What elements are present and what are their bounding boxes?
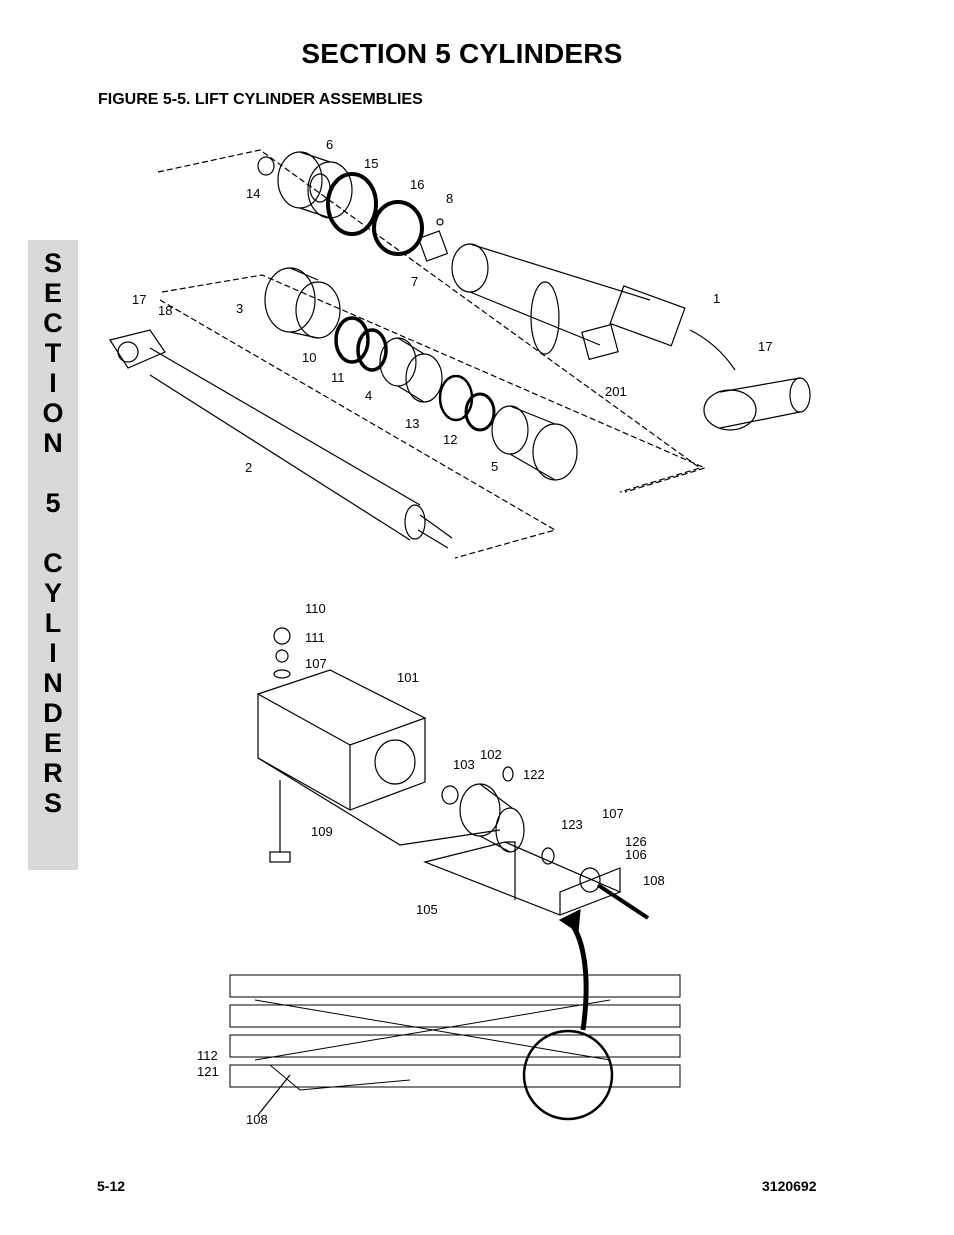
side-tab-letter: I — [49, 638, 57, 668]
location-arrow — [568, 920, 589, 1031]
side-tab-letter: E — [43, 728, 62, 758]
callout-2: 2 — [245, 460, 252, 475]
callout-12: 12 — [443, 432, 457, 447]
o-ring-14 — [257, 156, 275, 176]
callout-126: 126 — [625, 834, 647, 849]
wiper-16 — [372, 200, 424, 256]
side-tab-letter: S — [43, 788, 62, 818]
document-number: 3120692 — [762, 1178, 817, 1194]
callout-107a: 107 — [305, 656, 327, 671]
side-tab-letter: E — [43, 278, 62, 308]
callout-15: 15 — [364, 156, 378, 171]
callout-8: 8 — [446, 191, 453, 206]
spacer-5 — [491, 405, 578, 481]
callout-105: 105 — [416, 902, 438, 917]
seal-10 — [334, 316, 370, 364]
side-tab-letter: I — [49, 368, 57, 398]
callout-17a: 17 — [132, 292, 146, 307]
side-tab-letter: 5 — [45, 488, 61, 518]
callout-18: 18 — [158, 303, 172, 318]
mount-bracket-105 — [423, 841, 622, 916]
grommet-106 — [579, 867, 601, 893]
callout-7: 7 — [411, 274, 418, 289]
side-tab-letter: T — [44, 338, 62, 368]
seal-12 — [464, 392, 496, 432]
callout-17b: 17 — [758, 339, 772, 354]
callout-201: 201 — [605, 384, 627, 399]
assembly-plane-rod — [159, 299, 557, 559]
callout-14: 14 — [246, 186, 260, 201]
side-tab-letter: C — [43, 548, 63, 578]
callout-4: 4 — [365, 388, 372, 403]
callout-10: 10 — [302, 350, 316, 365]
nut-110 — [273, 627, 291, 645]
seal-15 — [326, 172, 378, 236]
side-tab-letter: L — [44, 608, 62, 638]
section-title: SECTION 5 CYLINDERS — [301, 38, 623, 69]
callout-109: 109 — [311, 824, 333, 839]
piston-nut-3 — [264, 267, 341, 339]
switch-101 — [256, 669, 427, 812]
callout-5: 5 — [491, 459, 498, 474]
page-number: 5-12 — [97, 1178, 126, 1194]
callout-13: 13 — [405, 416, 419, 431]
scissor-arms-stack — [229, 974, 681, 1091]
callout-3: 3 — [236, 301, 243, 316]
callout-121: 121 — [197, 1064, 219, 1079]
fitting-7 — [417, 230, 449, 262]
side-tab-letter: C — [43, 308, 63, 338]
fitting-123 — [541, 847, 555, 865]
side-tab-letter: N — [43, 428, 63, 458]
callout-108b: 108 — [246, 1112, 268, 1127]
callout-106: 106 — [625, 847, 647, 862]
callout-107b: 107 — [602, 806, 624, 821]
side-tab-letter: D — [43, 698, 63, 728]
actuator-102 — [459, 783, 525, 853]
side-tab-letter: Y — [43, 578, 62, 608]
cable-108a — [596, 883, 650, 920]
lockwasher-111 — [275, 649, 289, 663]
callout-108a: 108 — [643, 873, 665, 888]
callout-123: 123 — [561, 817, 583, 832]
cable-108b — [257, 1074, 291, 1116]
detail-circle — [522, 1029, 614, 1121]
callout-111: 111 — [305, 630, 325, 645]
seal-11 — [356, 328, 388, 372]
figure-title: FIGURE 5-5. LIFT CYLINDER ASSEMBLIES — [98, 91, 423, 108]
assembly-plane-lower — [161, 274, 707, 493]
side-tab-letter: N — [43, 668, 63, 698]
cylinder-barrel-1 — [451, 243, 811, 431]
callout-112: 112 — [197, 1048, 218, 1063]
location-arrow-head — [558, 908, 581, 934]
callout-101: 101 — [397, 670, 419, 685]
valve-201 — [581, 323, 619, 361]
assembly-plane-upper — [157, 149, 702, 493]
callout-16: 16 — [410, 177, 424, 192]
washer-107a — [273, 669, 291, 679]
callout-11: 11 — [331, 370, 345, 385]
piston-rod-2 — [109, 329, 453, 549]
callout-122: 122 — [523, 767, 545, 782]
nut-103 — [441, 785, 459, 805]
callout-103: 103 — [453, 757, 475, 772]
side-tab-letter: S — [43, 248, 62, 278]
bracket-plate — [257, 757, 501, 846]
callout-110: 110 — [305, 601, 326, 616]
callout-6: 6 — [326, 137, 333, 152]
bolt-109-head — [269, 851, 291, 863]
side-tab-letter: O — [42, 398, 64, 428]
piston-4 — [379, 337, 443, 403]
callout-1: 1 — [713, 291, 720, 306]
fitting-8 — [436, 218, 444, 226]
side-tab-letter: R — [43, 758, 63, 788]
clip-122 — [502, 766, 514, 782]
callout-102: 102 — [480, 747, 502, 762]
